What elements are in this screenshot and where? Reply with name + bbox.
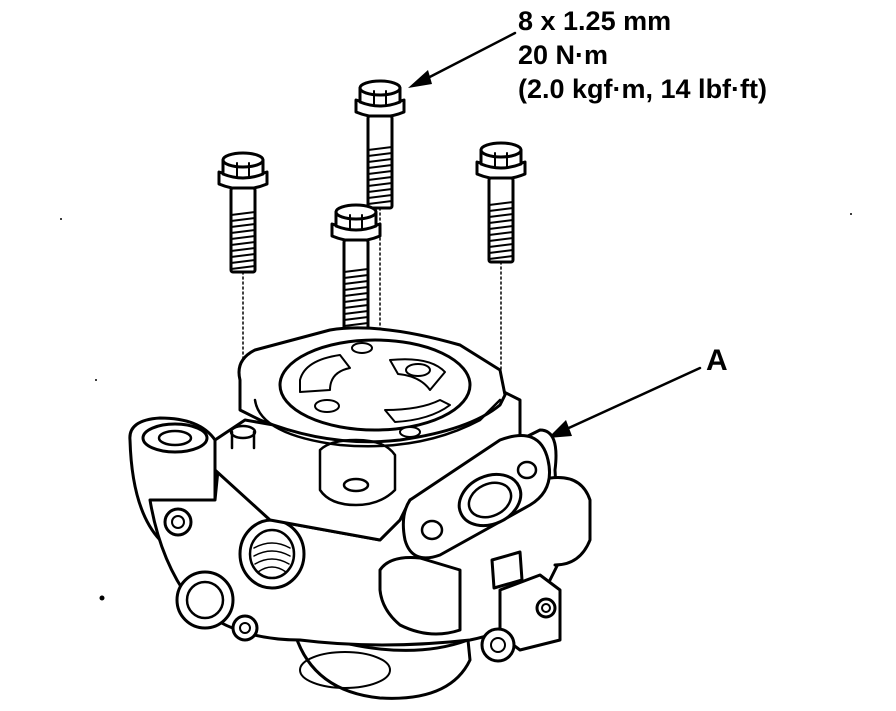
bolt-size-label: 8 x 1.25 mm: [518, 6, 672, 36]
bolt-center-back: [354, 79, 406, 210]
part-a-leader: [548, 366, 702, 438]
bolt-right: [475, 141, 527, 264]
bolt-center-front: [330, 203, 382, 332]
bolt-spec-leader: [408, 31, 517, 88]
torque-alt-label: (2.0 kgf·m, 14 lbf·ft): [518, 74, 768, 104]
bolt-left: [217, 151, 269, 274]
scan-specks: [60, 213, 852, 601]
part-a-label: A: [706, 344, 728, 377]
torque-nm-label: 20 N·m: [518, 40, 609, 70]
pump-housing: [128, 326, 592, 700]
